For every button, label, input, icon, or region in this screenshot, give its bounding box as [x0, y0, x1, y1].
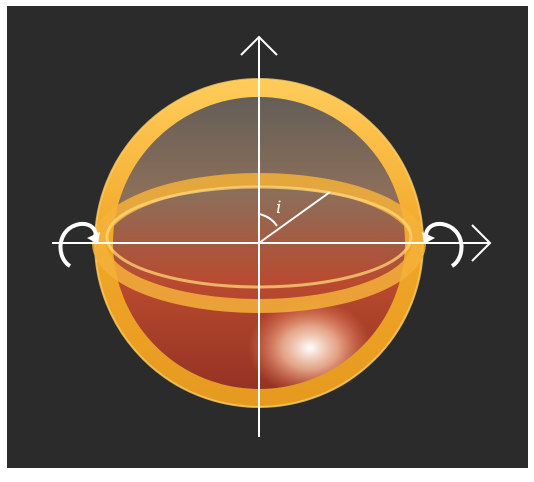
angle-label: i — [276, 198, 281, 218]
